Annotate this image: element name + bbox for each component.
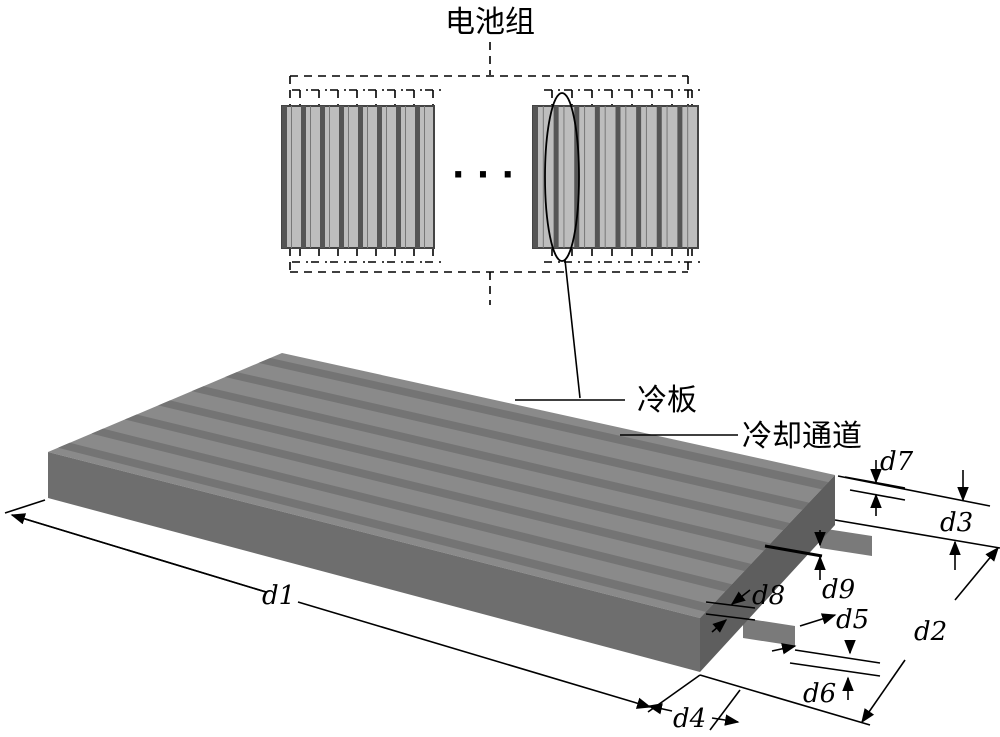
dim-d5: d5 (836, 605, 869, 635)
selected-cell-highlight (544, 92, 580, 262)
cold-plate-front (48, 452, 700, 672)
cell-separator (301, 106, 306, 248)
cell-separator (636, 106, 642, 248)
dim-d7: d7 (880, 447, 914, 477)
dim-d2: d2 (914, 617, 947, 647)
cooling-channel-stripe (124, 414, 752, 572)
cooling-channel-stripe (258, 357, 829, 490)
cell-separator (377, 106, 382, 248)
highlight-leader-line (564, 259, 581, 399)
dim-d8: d8 (752, 581, 785, 611)
cell-separator (320, 106, 325, 248)
cell-separator (415, 106, 420, 248)
cold-plate-side (700, 475, 835, 672)
dim-d4: d4 (673, 704, 706, 734)
cell-separator (615, 106, 621, 248)
cell-group-ellipsis: · · · (452, 155, 514, 195)
cell-separator (574, 106, 580, 248)
cell-separator (656, 106, 662, 248)
cell-separator (533, 106, 538, 248)
dimension-lines (4, 460, 1000, 731)
cell-separator (282, 106, 287, 248)
cell-separator (677, 106, 683, 248)
battery-pack-label: 电池组 (445, 5, 535, 40)
right-cell-group (532, 105, 699, 249)
cooling-channel-stripe (191, 386, 790, 531)
cooling-channel-stripe (158, 400, 771, 551)
cell-separator (594, 106, 600, 248)
cooling-channel-label: 冷却通道 (742, 419, 862, 454)
cooling-channel-stripe (58, 442, 713, 612)
left-cell-group (281, 105, 435, 249)
cell-separator (358, 106, 363, 248)
dim-d6: d6 (803, 679, 836, 709)
cell-separator (553, 106, 559, 248)
dim-d3: d3 (940, 508, 973, 538)
cooling-channel-stripe (225, 372, 809, 510)
cell-separator (396, 106, 401, 248)
cooling-channel-stripe (91, 428, 732, 592)
cold-plate (48, 353, 872, 672)
cell-separator (339, 106, 344, 248)
cold-plate-label: 冷板 (637, 383, 697, 418)
dim-d1: d1 (262, 581, 295, 611)
dim-d9: d9 (822, 575, 855, 605)
battery-pack-connection-frame (289, 42, 700, 305)
